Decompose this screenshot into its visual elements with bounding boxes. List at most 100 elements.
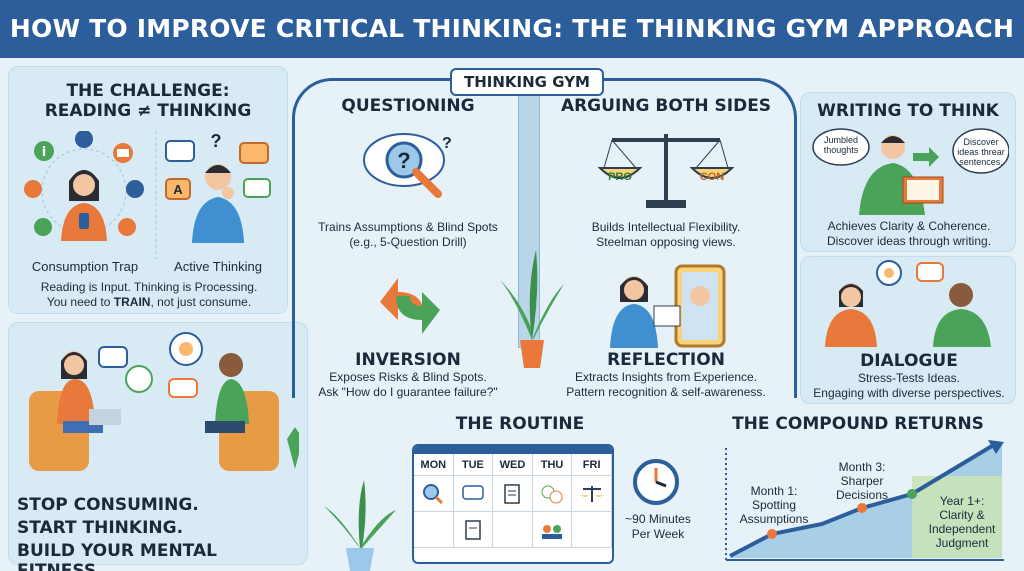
plant-illustration — [500, 250, 564, 368]
questioning-card: QUESTIONING ? ? Trains Assumptions & Bli… — [302, 96, 514, 256]
arguing-title: ARGUING BOTH SIDES — [560, 96, 772, 116]
pro-label: PRO — [608, 171, 632, 183]
writing-title: WRITING TO THINK — [817, 101, 999, 121]
active-thinking-illustration: ? A — [155, 131, 271, 259]
routine-time-line1: ~90 Minutes — [625, 512, 691, 526]
globe-icon — [75, 131, 93, 148]
year1-line4: Judgment — [935, 536, 989, 550]
returns-title: THE COMPOUND RETURNS — [732, 414, 984, 434]
year1-line3: Independent — [928, 522, 996, 536]
chat-bubble-icon — [165, 140, 195, 162]
jumbled-thoughts-bubble: Jumbled thoughts — [823, 135, 859, 155]
page-title: HOW TO IMPROVE CRITICAL THINKING: THE TH… — [9, 14, 1015, 43]
month3-marker — [857, 503, 867, 513]
cta-line3: BUILD YOUR MENTAL FITNESS. — [17, 541, 217, 571]
svg-text:?: ? — [442, 135, 452, 152]
scale-icon: PRO CON — [597, 134, 735, 208]
routine-title: THE ROUTINE — [455, 414, 585, 434]
cell-scale-icon — [572, 476, 612, 512]
month3-line1: Month 3: — [838, 460, 886, 474]
reflection-card: REFLECTION Extracts Insights from Experi… — [548, 262, 784, 399]
cell-empty-1 — [414, 512, 454, 548]
inversion-card: INVERSION Exposes Risks & Blind Spots. A… — [302, 262, 514, 399]
cell-notes-icon — [453, 512, 494, 548]
reflection-line1: Extracts Insights from Experience. — [574, 370, 758, 384]
dialogue-line2: Engaging with diverse perspectives. — [813, 386, 1005, 400]
month1-marker — [767, 529, 777, 539]
chat-icon — [98, 346, 128, 368]
day-fri: FRI — [572, 454, 612, 476]
cell-writing-icon — [493, 476, 533, 512]
year1-marker — [907, 489, 917, 499]
challenge-note-line1: Reading is Input. Thinking is Processing… — [40, 280, 258, 294]
dialogue-title: DIALOGUE — [860, 351, 958, 371]
day-mon: MON — [414, 454, 454, 476]
cta-line2: START THINKING. — [17, 518, 184, 538]
questioning-title: QUESTIONING — [341, 96, 475, 116]
con-label: CON — [700, 171, 725, 183]
writing-line1: Achieves Clarity & Coherence. — [827, 219, 991, 233]
dialogue-illustration — [825, 260, 991, 347]
reflection-title: REFLECTION — [607, 350, 725, 370]
day-thu: THU — [532, 454, 573, 476]
writer-illustration — [812, 128, 1009, 215]
month3-line2: Sharper — [840, 474, 884, 488]
note-text-c: , not just consume. — [150, 295, 252, 309]
calendar-day-headers: MON TUE WED THU FRI — [414, 454, 612, 476]
consumption-trap-label: Consumption Trap — [31, 259, 139, 274]
writing-line2: Discover ideas through writing. — [826, 234, 992, 248]
month1-line2: Spotting — [751, 498, 797, 512]
routine-section: THE ROUTINE MON TUE WED THU FRI ~90 — [400, 410, 700, 568]
writing-card: WRITING TO THINK Jumbled thoughts Discov… — [800, 92, 1016, 252]
svg-text:i: i — [42, 145, 46, 160]
note-text-a: You need to — [46, 295, 114, 309]
challenge-note-line2: You need to TRAIN, not just consume. — [9, 295, 289, 310]
inversion-arrows-icon — [380, 278, 440, 334]
svg-text:?: ? — [397, 148, 410, 173]
speech-dots-icon — [916, 262, 944, 282]
day-tue: TUE — [453, 454, 494, 476]
year1-line2: Clarity & — [939, 508, 985, 522]
bottom-plant-illustration — [324, 480, 396, 571]
inversion-title: INVERSION — [355, 350, 461, 370]
cell-dialogue-icon — [532, 512, 573, 548]
news-icon — [24, 180, 42, 198]
cell-empty-3 — [572, 512, 612, 548]
search-icon — [118, 218, 136, 236]
info-icon — [34, 141, 54, 161]
dialogue-card: DIALOGUE Stress-Tests Ideas. Engaging wi… — [800, 256, 1016, 404]
challenge-panel: THE CHALLENGE: READING ≠ THINKING i ? A … — [8, 66, 288, 314]
cta-line1: STOP CONSUMING. — [17, 495, 199, 515]
discover-ideas-bubble: Discover ideas threar sentences. — [957, 137, 1005, 167]
inversion-line2: Ask "How do I guarantee failure?" — [318, 385, 498, 399]
routine-time-line2: Per Week — [631, 527, 685, 541]
challenge-title-line1: THE CHALLENGE: — [66, 81, 230, 101]
inversion-line1: Exposes Risks & Blind Spots. — [329, 370, 487, 384]
magnifier-question-icon: ? ? — [363, 133, 452, 198]
returns-growth-graph — [725, 440, 1004, 561]
note-text-train: TRAIN — [113, 295, 151, 309]
month1-line3: Assumptions — [739, 512, 809, 526]
cell-questioning-icon — [414, 476, 454, 512]
header-banner: HOW TO IMPROVE CRITICAL THINKING: THE TH… — [0, 0, 1024, 58]
clock-icon — [633, 459, 679, 505]
questioning-line2: (e.g., 5-Question Drill) — [349, 235, 467, 249]
arguing-line1: Builds Intellectual Flexibility. — [591, 220, 741, 234]
thinking-gym-tag: THINKING GYM — [450, 68, 604, 96]
cart-icon — [34, 218, 52, 236]
month1-line1: Month 1: — [750, 484, 798, 498]
mirror-reflection-illustration — [610, 264, 726, 348]
cell-chat-icon — [453, 476, 494, 512]
cell-empty-2 — [493, 512, 533, 548]
consumption-trap-illustration: i — [24, 131, 144, 241]
challenge-title-line2: READING ≠ THINKING — [44, 101, 252, 121]
dialogue-line1: Stress-Tests Ideas. — [857, 371, 961, 385]
two-people-talking-illustration — [29, 332, 299, 471]
returns-section: THE COMPOUND RETURNS Month 1: Spotting A… — [708, 410, 1018, 568]
cta-panel: STOP CONSUMING. START THINKING. BUILD YO… — [8, 322, 308, 571]
arguing-line2: Steelman opposing views. — [596, 235, 736, 249]
active-thinking-label: Active Thinking — [174, 259, 262, 274]
reflection-line2: Pattern recognition & self-awareness. — [566, 385, 766, 399]
routine-calendar: MON TUE WED THU FRI — [412, 444, 614, 564]
year1-line1: Year 1+: — [939, 494, 985, 508]
